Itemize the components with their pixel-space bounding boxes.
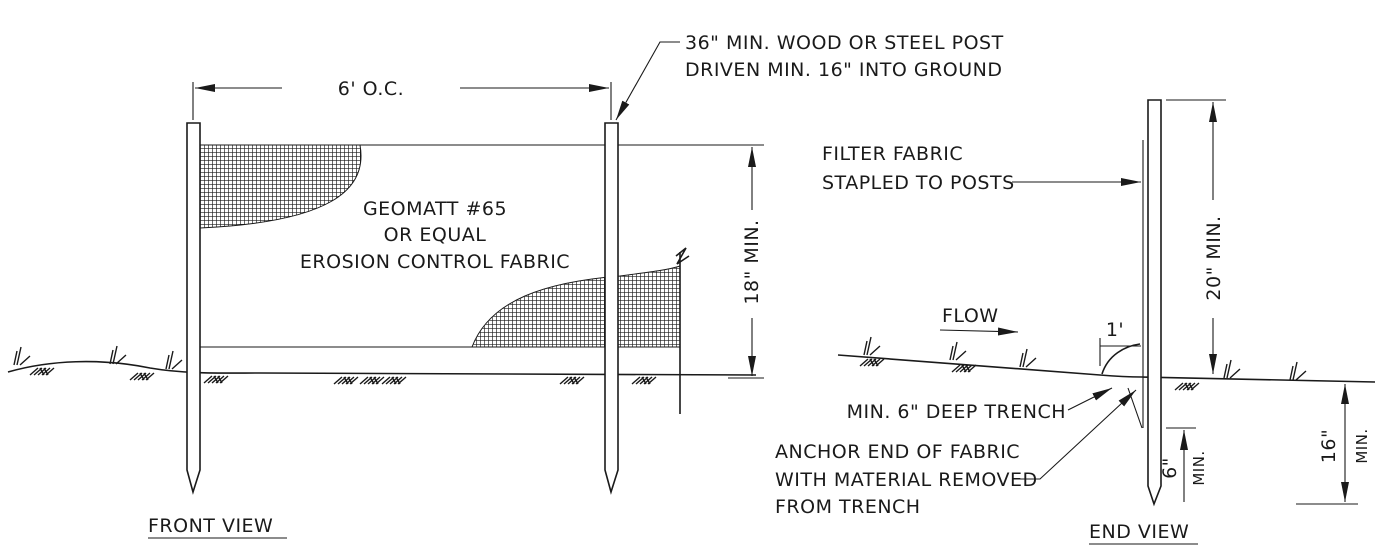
trench-leader xyxy=(1067,387,1113,411)
post-note-line1: 36" MIN. WOOD OR STEEL POST xyxy=(685,32,1004,54)
grass-tuft xyxy=(863,336,881,356)
post-end-view xyxy=(1147,99,1162,507)
flow-arrow xyxy=(939,327,1019,336)
fabric-label-line2: OR EQUAL xyxy=(384,224,487,246)
height-label-front: 18" MIN. xyxy=(741,219,763,304)
grass-tuft xyxy=(1019,348,1037,368)
soil-hatch xyxy=(333,376,359,385)
front-view: 6' O.C. 36" MIN. WOOD OR STEEL POST DRIV… xyxy=(7,32,1004,539)
trench-label: MIN. 6" DEEP TRENCH xyxy=(847,401,1066,423)
embed-label: 16" xyxy=(1318,429,1340,463)
break-symbol xyxy=(675,247,690,265)
flow-label: FLOW xyxy=(942,305,999,327)
soil-hatch xyxy=(129,372,155,381)
soil-hatch xyxy=(631,376,657,385)
fabric-label-line1: GEOMATT #65 xyxy=(363,198,507,220)
ground-line-front xyxy=(7,360,757,376)
soil-hatch xyxy=(203,375,229,384)
grass-tuft xyxy=(165,350,183,370)
anchor-leader xyxy=(1012,389,1137,480)
end-view-title: END VIEW xyxy=(1089,521,1189,543)
post-left xyxy=(186,122,201,495)
soil-hatch xyxy=(559,376,585,385)
spacing-label: 6' O.C. xyxy=(338,78,404,100)
depth-label: 6" xyxy=(1159,457,1181,479)
grass-tuft xyxy=(109,345,127,365)
front-view-title: FRONT VIEW xyxy=(148,515,273,537)
grass-tuft xyxy=(13,346,31,366)
anchor-note-line3: FROM TRENCH xyxy=(775,496,921,518)
soil-hatch xyxy=(29,367,55,376)
fabric-label-line3: EROSION CONTROL FABRIC xyxy=(300,251,570,273)
height-label-end: 20" MIN. xyxy=(1203,215,1225,300)
soil-hatch xyxy=(859,358,885,367)
soil-hatch xyxy=(359,376,385,385)
trench-arc xyxy=(1101,343,1141,375)
grass-tuft xyxy=(1223,359,1241,379)
anchor-note-line2: WITH MATERIAL REMOVED xyxy=(775,469,1038,491)
anchor-note-line1: ANCHOR END OF FABRIC xyxy=(775,441,1020,463)
fabric-mesh-upper xyxy=(199,144,362,229)
post-note-line2: DRIVEN MIN. 16" INTO GROUND xyxy=(685,59,1002,81)
end-view: FILTER FABRIC STAPLED TO POSTS 20" MIN. … xyxy=(775,99,1376,545)
post-right xyxy=(604,122,619,495)
fabric-note-line2: STAPLED TO POSTS xyxy=(822,172,1015,194)
offset-label: 1' xyxy=(1106,319,1124,341)
ground-line-end xyxy=(837,354,1376,383)
depth-label-min: MIN. xyxy=(1190,450,1208,485)
soil-hatch xyxy=(381,376,407,385)
fabric-note-line1: FILTER FABRIC xyxy=(822,143,963,165)
embed-label-min: MIN. xyxy=(1353,428,1371,463)
fabric-mesh-lower xyxy=(471,265,681,348)
soil-hatch xyxy=(1174,382,1200,391)
fabric-tail xyxy=(1127,387,1143,429)
grass-tuft xyxy=(1289,361,1307,381)
grass-tuft xyxy=(949,341,967,361)
post-note-leader xyxy=(615,41,680,121)
